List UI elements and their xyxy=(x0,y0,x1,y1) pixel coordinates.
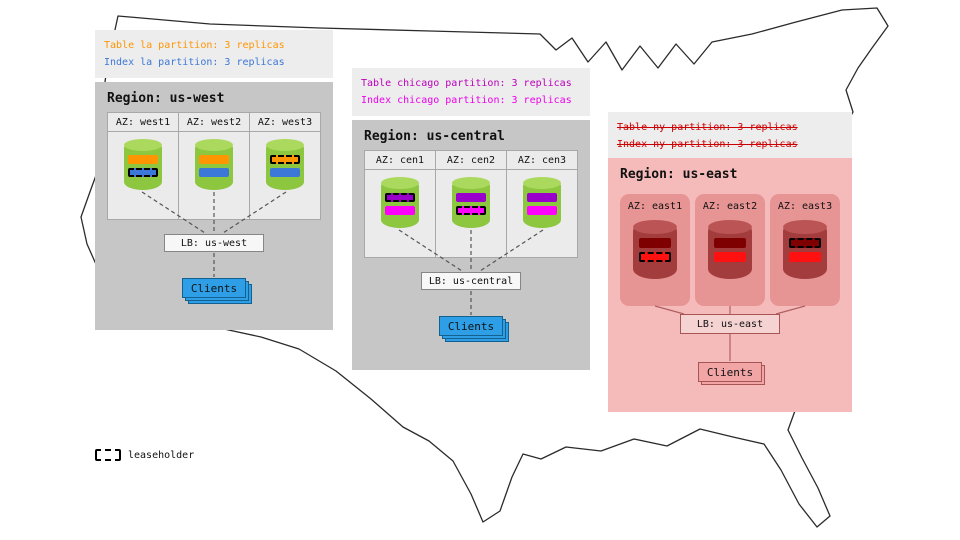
az-grid-west: AZ: west1 AZ: west2 AZ: xyxy=(107,112,321,220)
load-balancer-us-central: LB: us-central xyxy=(421,272,521,290)
az-label: AZ: west3 xyxy=(250,113,320,132)
load-balancer-us-east: LB: us-east xyxy=(680,314,780,334)
az-body xyxy=(436,170,506,257)
region-title-us-east: Region: us-east xyxy=(620,167,738,182)
load-balancer-us-west: LB: us-west xyxy=(164,234,264,252)
index-replica-bar xyxy=(270,168,300,177)
az-label: AZ: east3 xyxy=(777,201,833,212)
db-cylinder xyxy=(452,177,490,228)
az-body xyxy=(108,132,178,219)
legend-label: leaseholder xyxy=(128,449,195,461)
db-cylinder xyxy=(523,177,561,228)
db-cylinder xyxy=(381,177,419,228)
legend: leaseholder xyxy=(95,449,194,461)
table-replica-bar xyxy=(714,238,746,248)
table-replica-leaseholder-bar xyxy=(385,193,415,202)
region-us-central: Region: us-central AZ: cen1 AZ: cen2 xyxy=(352,120,590,370)
az-east2: AZ: east2 xyxy=(695,194,765,306)
az-east1: AZ: east1 xyxy=(620,194,690,306)
db-cylinder xyxy=(124,139,162,190)
index-replica-bar xyxy=(199,168,229,177)
region-us-east: Region: us-east AZ: east1 AZ: east2 AZ: … xyxy=(608,158,852,412)
west-index-partition-text: Index la partition: 3 replicas xyxy=(104,57,285,68)
index-replica-bar xyxy=(385,206,415,215)
az-label: AZ: cen3 xyxy=(507,151,577,170)
db-cylinder xyxy=(633,220,677,279)
central-index-partition-text: Index chicago partition: 3 replicas xyxy=(361,95,572,106)
central-partition-annotation: Table chicago partition: 3 replicas Inde… xyxy=(352,68,590,116)
table-replica-bar xyxy=(128,155,158,164)
az-west1: AZ: west1 xyxy=(108,113,179,219)
az-body xyxy=(507,170,577,257)
region-title-us-central: Region: us-central xyxy=(364,129,505,144)
central-table-partition-text: Table chicago partition: 3 replicas xyxy=(361,78,572,89)
table-replica-leaseholder-bar xyxy=(270,155,300,164)
index-replica-bar xyxy=(789,252,821,262)
index-replica-leaseholder-bar xyxy=(128,168,158,177)
west-table-partition-text: Table la partition: 3 replicas xyxy=(104,40,285,51)
index-replica-bar xyxy=(527,206,557,215)
index-replica-leaseholder-bar xyxy=(639,252,671,262)
az-west2: AZ: west2 xyxy=(179,113,250,219)
clients-node-central: Clients xyxy=(439,316,503,336)
east-table-partition-text-strikethrough: Table ny partition: 3 replicas xyxy=(617,122,798,133)
az-east3: AZ: east3 xyxy=(770,194,840,306)
az-grid-central: AZ: cen1 AZ: cen2 AZ: ce xyxy=(364,150,578,258)
index-replica-bar xyxy=(714,252,746,262)
east-index-partition-text-strikethrough: Index ny partition: 3 replicas xyxy=(617,139,798,150)
table-replica-bar xyxy=(527,193,557,202)
az-label: AZ: cen1 xyxy=(365,151,435,170)
table-replica-bar xyxy=(456,193,486,202)
table-replica-bar xyxy=(199,155,229,164)
east-partition-annotation: Table ny partition: 3 replicas Index ny … xyxy=(608,112,852,160)
az-cen1: AZ: cen1 xyxy=(365,151,436,257)
db-cylinder xyxy=(266,139,304,190)
db-cylinder xyxy=(783,220,827,279)
az-label: AZ: west2 xyxy=(179,113,249,132)
az-cen2: AZ: cen2 xyxy=(436,151,507,257)
az-west3: AZ: west3 xyxy=(250,113,320,219)
az-label: AZ: east1 xyxy=(627,201,683,212)
az-label: AZ: east2 xyxy=(702,201,758,212)
az-label: AZ: cen2 xyxy=(436,151,506,170)
west-partition-annotation: Table la partition: 3 replicas Index la … xyxy=(95,30,333,78)
az-label: AZ: west1 xyxy=(108,113,178,132)
az-body xyxy=(250,132,320,219)
region-title-us-west: Region: us-west xyxy=(107,91,225,106)
db-cylinder xyxy=(708,220,752,279)
az-body xyxy=(179,132,249,219)
region-us-west: Region: us-west AZ: west1 AZ: west2 xyxy=(95,82,333,330)
az-body xyxy=(365,170,435,257)
clients-node-west: Clients xyxy=(182,278,246,298)
table-replica-leaseholder-bar xyxy=(789,238,821,248)
index-replica-leaseholder-bar xyxy=(456,206,486,215)
leaseholder-swatch-icon xyxy=(95,449,121,461)
az-cen3: AZ: cen3 xyxy=(507,151,577,257)
db-cylinder xyxy=(195,139,233,190)
clients-node-east: Clients xyxy=(698,362,762,382)
table-replica-bar xyxy=(639,238,671,248)
